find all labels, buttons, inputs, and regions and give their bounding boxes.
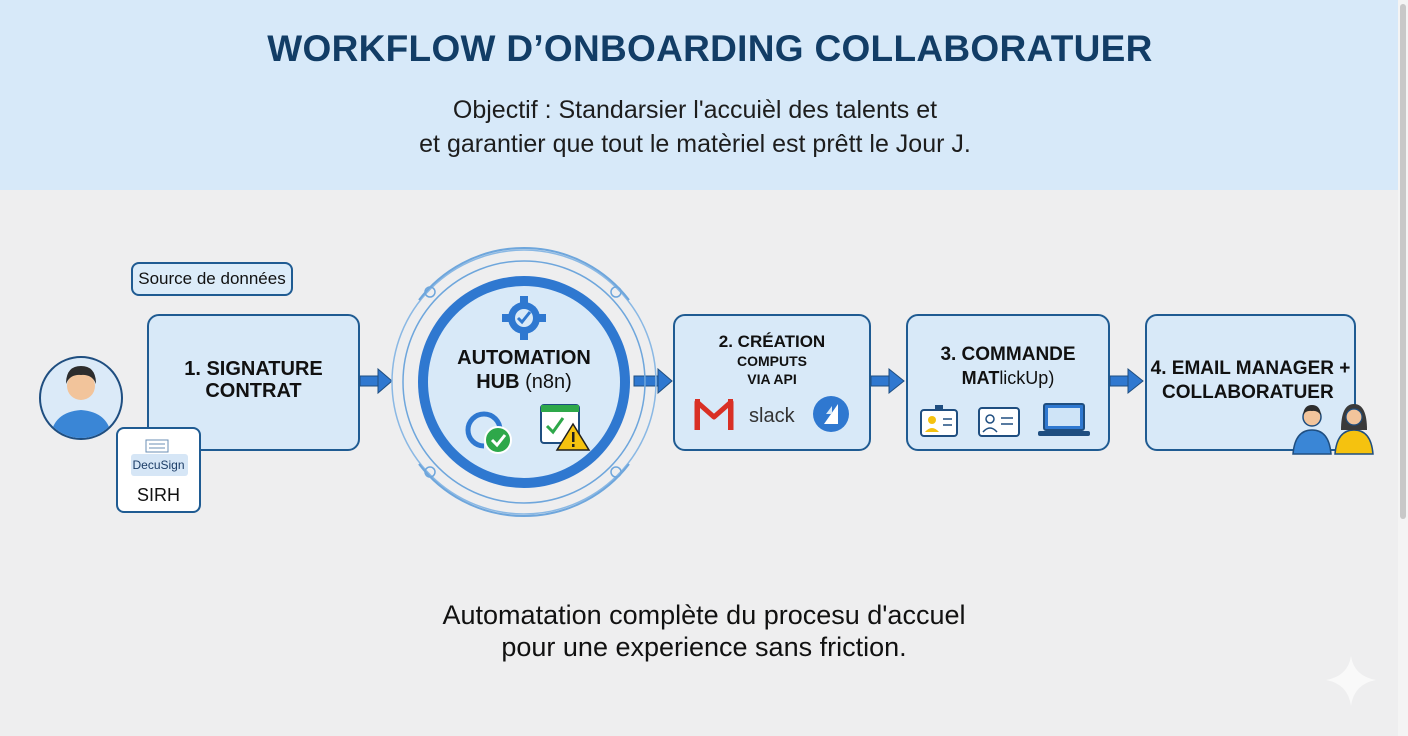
document-icon — [145, 439, 169, 453]
id-badge-icon — [920, 405, 958, 437]
source-bubble: Source de données — [131, 262, 293, 296]
step2-line1: 2. CRÉATION — [718, 332, 826, 351]
id-card-icon — [978, 407, 1020, 437]
user-avatar-icon — [39, 356, 123, 440]
team-users-icon — [1292, 404, 1374, 455]
footer-line-1: Automatation complète du procesu d'accue… — [442, 600, 966, 630]
docusign-logo-text: DecuSign — [132, 458, 185, 472]
objective-line-2: et garantier que tout le matèriel est pr… — [419, 130, 971, 158]
step2-box: 2. CRÉATION COMPUTS VIA API — [673, 314, 871, 451]
laptop-icon — [1038, 403, 1090, 436]
step4-box: 4. EMAIL MANAGER + COLLABORATUER — [1145, 314, 1356, 451]
arrow-step2-to-step3 — [870, 367, 905, 395]
scrollbar-thumb[interactable] — [1400, 4, 1406, 519]
slack-logo-text: slack — [749, 405, 795, 427]
sirh-label: SIRH — [136, 485, 180, 505]
arrow-step1-to-hub — [359, 367, 393, 395]
gear-check-icon — [502, 296, 546, 340]
step3-line2: MATlickUp) — [908, 368, 1108, 389]
sparkle-icon — [1326, 656, 1376, 706]
jira-icon — [813, 396, 849, 432]
step2-line3: VIA API — [747, 371, 797, 387]
hub-line2-bold: HUB — [476, 371, 520, 393]
step3-line2-bold: MAT — [961, 368, 1000, 388]
arrow-hub-to-step2 — [633, 367, 673, 395]
objective-line-1: Objectif : Standarsier l'accuièl des tal… — [452, 96, 938, 124]
step4-line1: 4. EMAIL MANAGER + — [1150, 358, 1351, 379]
hub-line2: HUB (n8n) — [444, 371, 604, 394]
header-banner — [0, 0, 1398, 190]
gmail-icon — [694, 399, 734, 430]
arrow-step3-to-step4 — [1109, 367, 1144, 395]
sync-check-icon — [465, 411, 512, 454]
docusign-logo-plate — [131, 454, 188, 476]
step3-line2-rest: lickUp) — [999, 368, 1055, 388]
step1-line1: 1. SIGNATURE — [184, 358, 323, 380]
hub-line2-rest: (n8n) — [519, 371, 572, 393]
step1-line2: CONTRAT — [205, 380, 302, 402]
source-bubble-label: Source de données — [138, 269, 286, 288]
step1-box: 1. SIGNATURE CONTRAT — [147, 314, 360, 451]
footer-line-2: pour une experience sans friction. — [501, 632, 907, 662]
step4-line2: COLLABORATUER — [1162, 382, 1334, 403]
hub-line1: AUTOMATION — [457, 347, 591, 369]
step3-line1: 3. COMMANDE — [940, 344, 1076, 365]
page-title: WORKFLOW D’ONBOARDING COLLABORATUER — [267, 28, 1153, 69]
window-warning-icon — [540, 404, 591, 451]
step2-line2: COMPUTS — [737, 353, 807, 369]
